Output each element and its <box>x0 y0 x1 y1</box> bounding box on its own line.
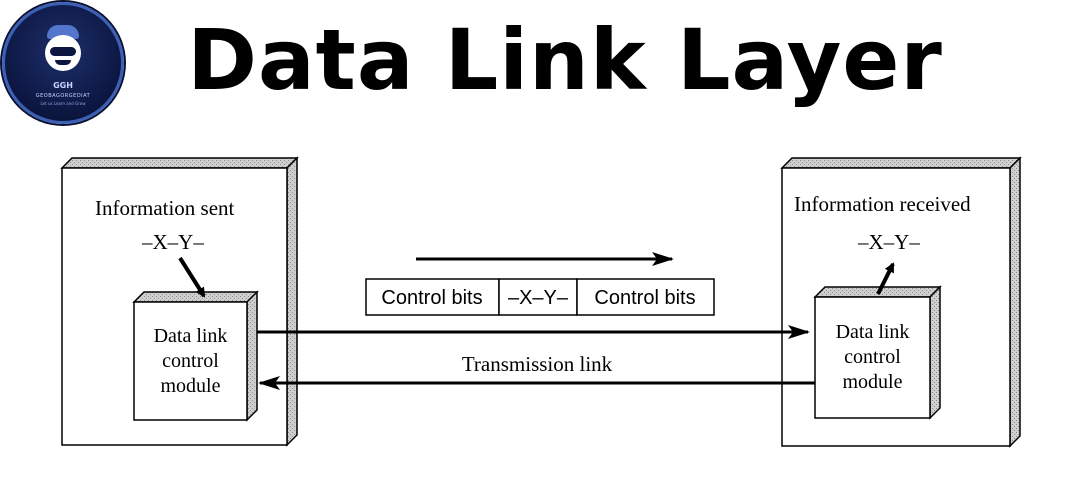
receiver-output-arrow <box>876 262 895 295</box>
robot-eyes-icon <box>50 47 76 56</box>
sender-heading: Information sent <box>95 196 235 220</box>
transmission-link-label: Transmission link <box>462 352 613 376</box>
frame-segment-header-label: Control bits <box>381 287 482 309</box>
sender-module-label: Data link control module <box>134 324 247 399</box>
frame-segment-payload-label: –X–Y– <box>508 287 569 309</box>
receiver-module-line-1: Data link <box>835 321 910 343</box>
receiver-module-line-2: control <box>844 346 901 368</box>
robot-mouth-icon <box>55 60 71 65</box>
sender-data: –X–Y– <box>142 230 204 254</box>
logo-text-primary: GGH <box>53 81 73 90</box>
receiver-module-label: Data link control module <box>815 320 930 395</box>
receiver-module-line-3: module <box>842 371 903 393</box>
logo-text-secondary: GEOBAGORGEDIAT <box>35 93 91 99</box>
receiver-heading: Information received <box>794 192 971 216</box>
frame-segment-trailer-label: Control bits <box>594 287 695 309</box>
receiver-module-box <box>813 285 942 420</box>
brand-logo: GGH GEOBAGORGEDIAT Let us Learn and Grow <box>2 2 124 124</box>
logo-text-tagline: Let us Learn and Grow <box>40 101 86 106</box>
receiver-data: –X–Y– <box>858 230 920 254</box>
sender-module-box <box>132 290 259 422</box>
frame-segment-header <box>365 278 500 316</box>
sender-module-line-2: control <box>162 350 219 372</box>
sender-module-line-3: module <box>160 375 221 397</box>
page-title: Data Link Layer <box>187 11 943 109</box>
sender-input-arrow <box>178 256 206 298</box>
frame: Control bits –X–Y– Control bits <box>365 278 715 316</box>
frame-segment-trailer <box>576 278 715 316</box>
sender-module-line-1: Data link <box>153 325 228 347</box>
